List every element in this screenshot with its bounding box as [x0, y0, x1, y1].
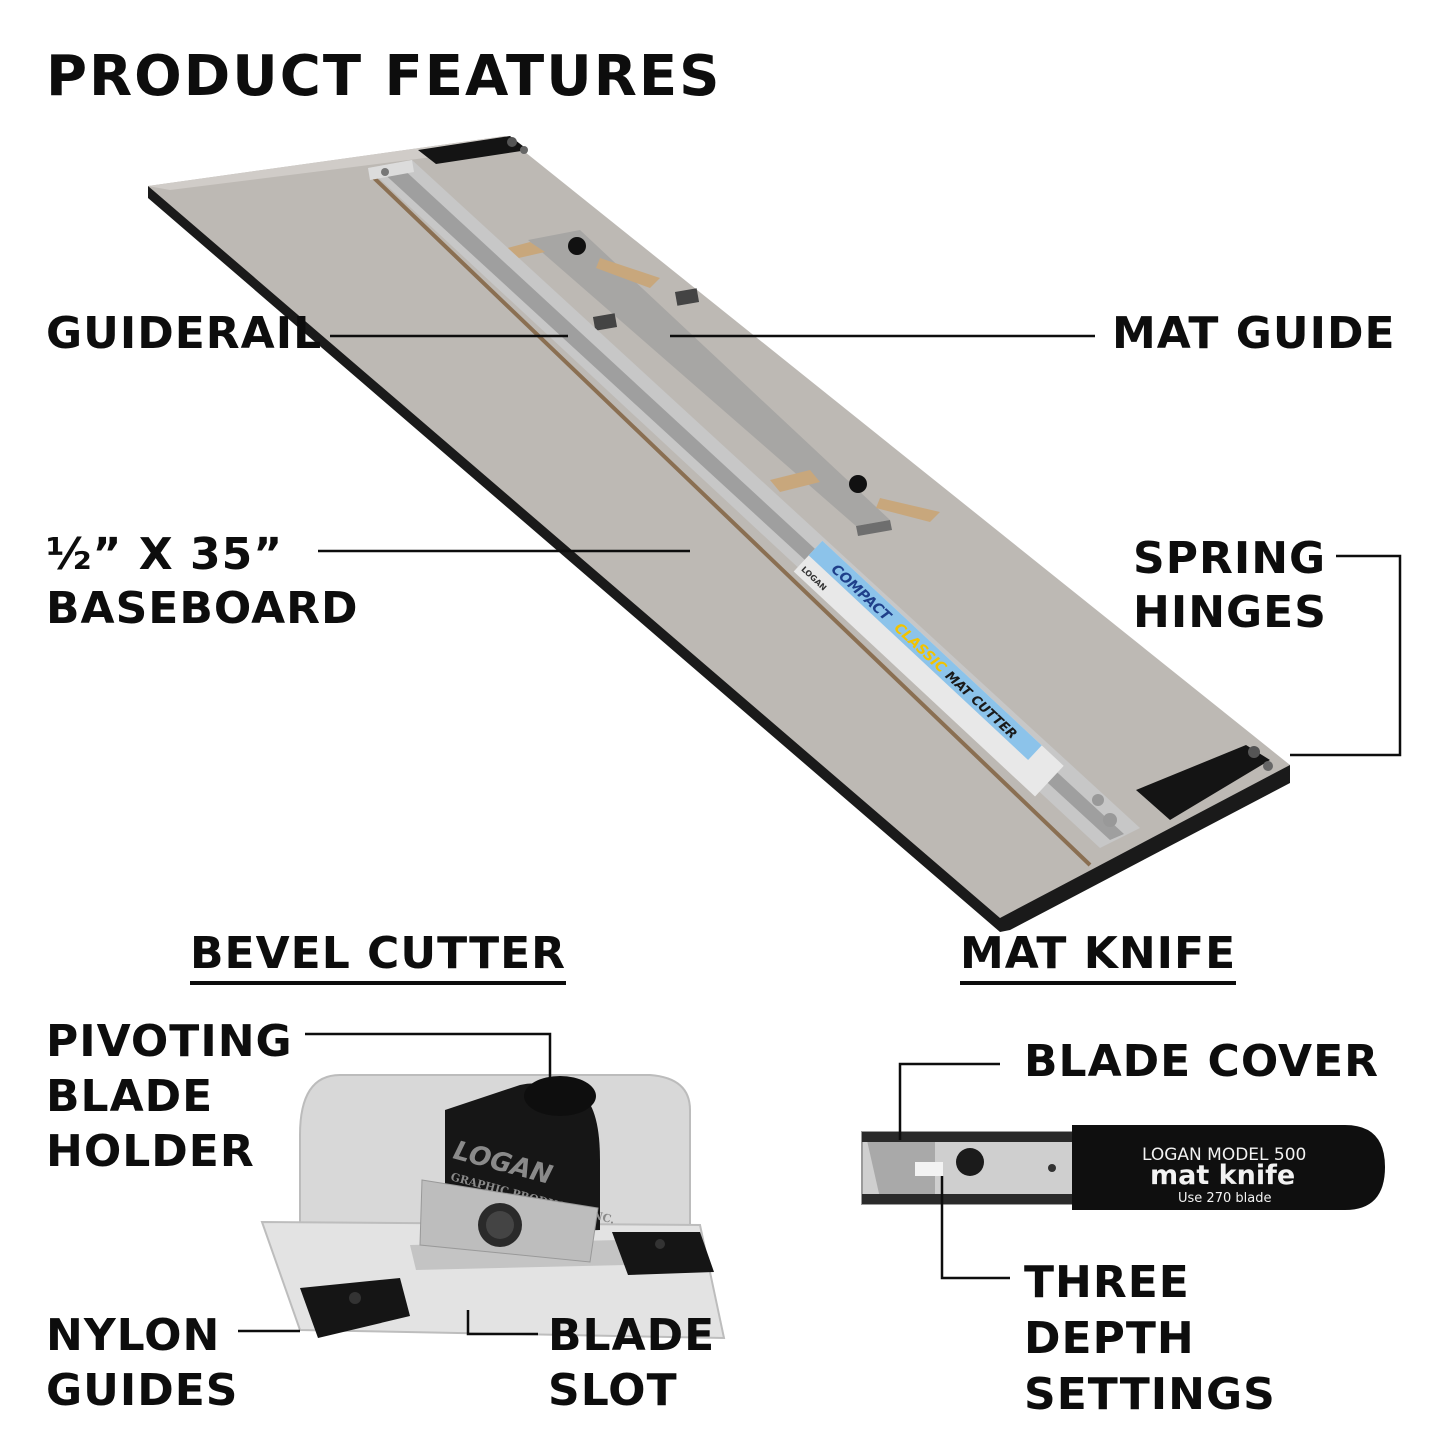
spring-hinge-bottom — [1136, 745, 1273, 820]
mat-knife-illustration: LOGAN MODEL 500 mat knife Use 270 blade — [861, 1125, 1385, 1210]
mat-guide-illustration — [500, 230, 940, 536]
baseboard-surface — [148, 136, 1290, 918]
leader-three-depth-settings — [940, 1176, 1010, 1280]
leader-blade-cover — [898, 1062, 1000, 1140]
label-three-depth-settings: THREE DEPTH SETTINGS — [1024, 1257, 1276, 1420]
knife-blade-text: Use 270 blade — [1178, 1191, 1271, 1206]
label-spring-hinges: SPRING HINGES — [1133, 533, 1327, 638]
cut-groove — [370, 174, 1092, 867]
leader-spring-hinges — [1290, 554, 1402, 757]
label-mat-guide: MAT GUIDE — [1112, 308, 1396, 359]
label-guiderail: GUIDERAIL — [46, 308, 323, 359]
label-blade-cover: BLADE COVER — [1024, 1036, 1380, 1087]
label-baseboard: ½” X 35” BASEBOARD — [46, 529, 359, 634]
guiderail-illustration: COMPACT CLASSIC MAT CUTTER LOGAN — [368, 160, 1140, 848]
leader-lines — [238, 334, 1402, 1336]
label-nylon-guides: NYLON GUIDES — [46, 1310, 239, 1416]
section-bevel-cutter: BEVEL CUTTER — [190, 928, 567, 985]
spring-hinge-top — [418, 136, 528, 164]
page-title: PRODUCT FEATURES — [46, 44, 722, 109]
knife-model-text: LOGAN MODEL 500 — [1142, 1145, 1306, 1165]
label-pivoting-blade-holder: PIVOTING BLADE HOLDER — [46, 1016, 293, 1177]
leader-blade-slot — [466, 1310, 538, 1336]
bevel-cutter-illustration: LOGAN GRAPHIC PRODUCTS, INC. — [260, 1074, 726, 1340]
label-blade-slot: BLADE SLOT — [548, 1310, 716, 1416]
section-mat-knife: MAT KNIFE — [960, 928, 1237, 985]
leader-pivoting-blade-holder — [305, 1032, 552, 1080]
knife-name-text: mat knife — [1150, 1160, 1295, 1191]
